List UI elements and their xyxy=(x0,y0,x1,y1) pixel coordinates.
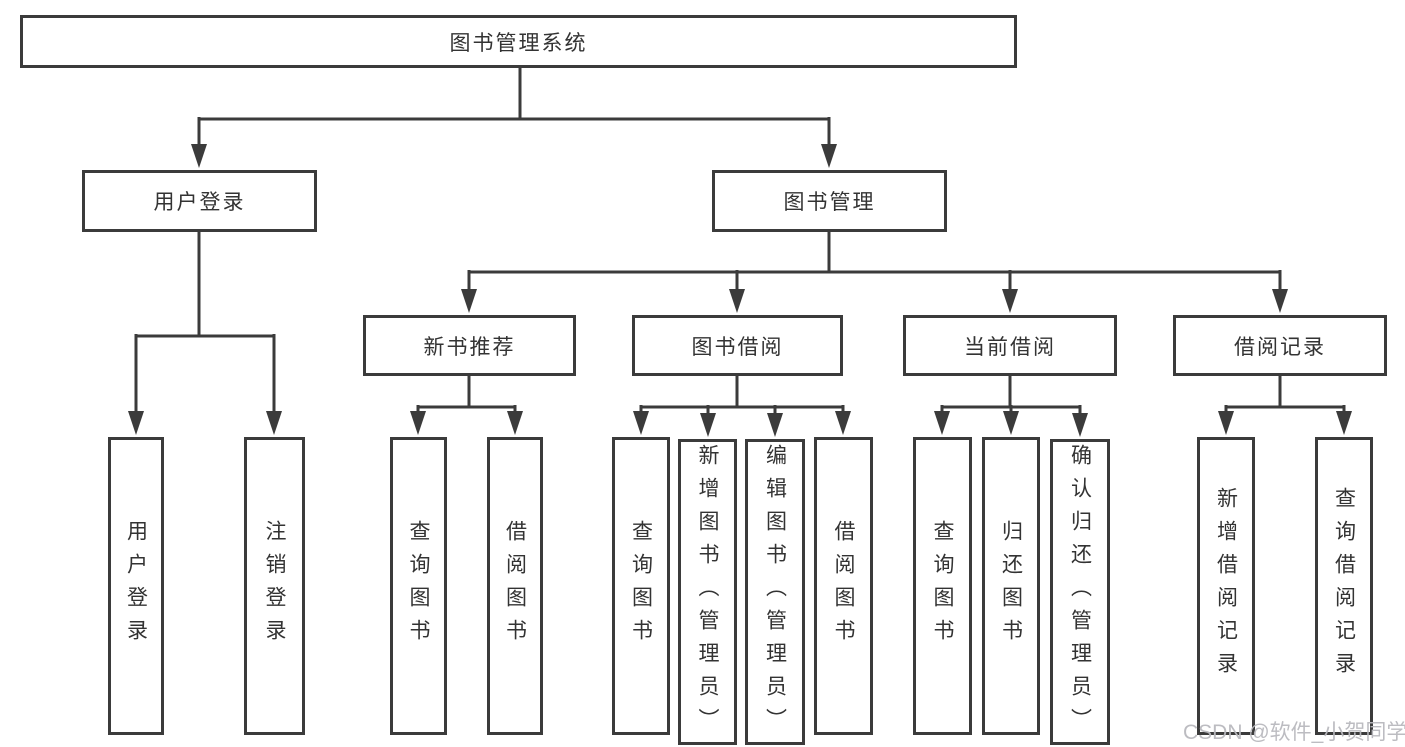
leaf-br-query-record: 查询借阅记录 xyxy=(1315,437,1373,735)
leaf-cb-confirm-return-admin-label: 确认归还（管理员） xyxy=(1068,443,1092,741)
leaf-br-add-record: 新增借阅记录 xyxy=(1197,437,1255,735)
leaf-bb-borrow-books-label: 借阅图书 xyxy=(832,520,855,652)
connector-borrowing-records-to-leaves xyxy=(1218,376,1352,435)
node-book-borrowing: 图书借阅 xyxy=(632,315,843,376)
leaf-nbr-query-books: 查询图书 xyxy=(390,437,447,735)
leaf-br-add-record-label: 新增借阅记录 xyxy=(1214,487,1238,685)
leaf-cb-confirm-return-admin: 确认归还（管理员） xyxy=(1050,439,1110,745)
leaf-bb-borrow-books: 借阅图书 xyxy=(814,437,873,735)
leaf-cb-return-books-label: 归还图书 xyxy=(999,520,1023,652)
node-user-login-label: 用户登录 xyxy=(153,191,246,214)
node-current-borrowing: 当前借阅 xyxy=(903,315,1117,376)
leaf-logout-label: 注销登录 xyxy=(263,520,286,652)
node-borrowing-records-label: 借阅记录 xyxy=(1234,335,1326,359)
node-root-book-management-system: 图书管理系统 xyxy=(20,15,1017,68)
leaf-nbr-borrow-books-label: 借阅图书 xyxy=(503,520,527,652)
leaf-bb-query-books: 查询图书 xyxy=(612,437,670,735)
node-book-borrowing-label: 图书借阅 xyxy=(691,335,784,359)
connector-book-management-to-level3 xyxy=(461,232,1288,313)
node-new-book-recommend: 新书推荐 xyxy=(363,315,576,376)
leaf-nbr-borrow-books: 借阅图书 xyxy=(487,437,543,735)
node-book-management-label: 图书管理 xyxy=(783,191,876,214)
leaf-logout: 注销登录 xyxy=(244,437,305,735)
leaf-bb-query-books-label: 查询图书 xyxy=(629,520,653,652)
node-user-login: 用户登录 xyxy=(82,170,317,232)
connector-root-to-level2 xyxy=(191,68,837,168)
leaf-bb-add-books-admin-label: 新增图书（管理员） xyxy=(696,443,719,741)
connector-current-borrowing-to-leaves xyxy=(934,376,1088,437)
connector-book-borrowing-to-leaves xyxy=(633,376,851,437)
leaf-cb-query-books-label: 查询图书 xyxy=(931,520,954,652)
leaf-nbr-query-books-label: 查询图书 xyxy=(407,520,430,652)
node-new-book-recommend-label: 新书推荐 xyxy=(423,335,516,359)
connector-user-login-to-leaves xyxy=(128,232,282,435)
leaf-user-login: 用户登录 xyxy=(108,437,164,735)
leaf-user-login-label: 用户登录 xyxy=(124,520,148,652)
csdn-watermark: CSDN @软件_小贺同学 xyxy=(1183,721,1405,744)
leaf-br-query-record-label: 查询借阅记录 xyxy=(1332,487,1356,685)
node-book-management: 图书管理 xyxy=(712,170,947,232)
node-borrowing-records: 借阅记录 xyxy=(1173,315,1387,376)
leaf-bb-edit-books-admin-label: 编辑图书（管理员） xyxy=(763,443,787,741)
node-root-label: 图书管理系统 xyxy=(449,31,588,55)
leaf-cb-query-books: 查询图书 xyxy=(913,437,972,735)
connector-new-book-recommend-to-leaves xyxy=(410,376,523,435)
leaf-bb-edit-books-admin: 编辑图书（管理员） xyxy=(745,439,805,745)
node-current-borrowing-label: 当前借阅 xyxy=(964,335,1056,359)
leaf-cb-return-books: 归还图书 xyxy=(982,437,1040,735)
leaf-bb-add-books-admin: 新增图书（管理员） xyxy=(678,439,737,745)
